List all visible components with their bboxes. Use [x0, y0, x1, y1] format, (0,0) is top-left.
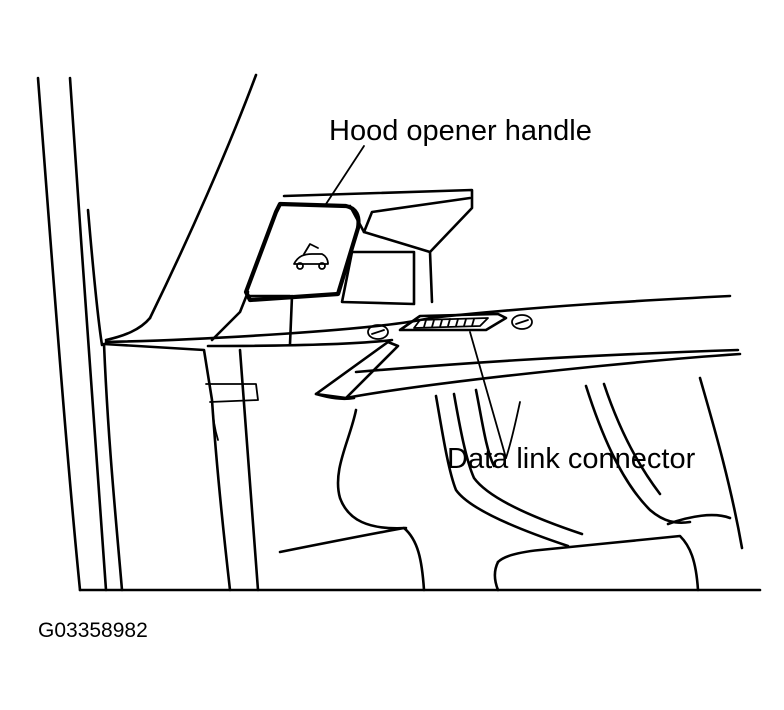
footwell-contours [336, 376, 744, 550]
figure-id: G03358982 [38, 619, 148, 642]
hood-opener-handle [243, 201, 361, 303]
a-pillar [36, 76, 108, 592]
data-link-connector [398, 312, 508, 332]
floor-mat-right [493, 513, 732, 592]
hood-opener-handle-label: Hood opener handle [329, 115, 592, 147]
screw-left [367, 324, 389, 340]
floor-mat-left [278, 526, 426, 592]
hood-symbol-icon [293, 243, 329, 270]
kick-panel [102, 342, 260, 592]
lower-dash-panel [314, 340, 742, 401]
hood-opener-handle-bracket [246, 188, 474, 346]
data-link-connector-label: Data link connector [447, 443, 696, 475]
data-link-leader-lines [469, 331, 521, 459]
dash-underside [104, 290, 732, 348]
screw-right [511, 314, 533, 330]
hood-opener-leader-line [325, 145, 365, 205]
windshield-edge [104, 73, 258, 342]
